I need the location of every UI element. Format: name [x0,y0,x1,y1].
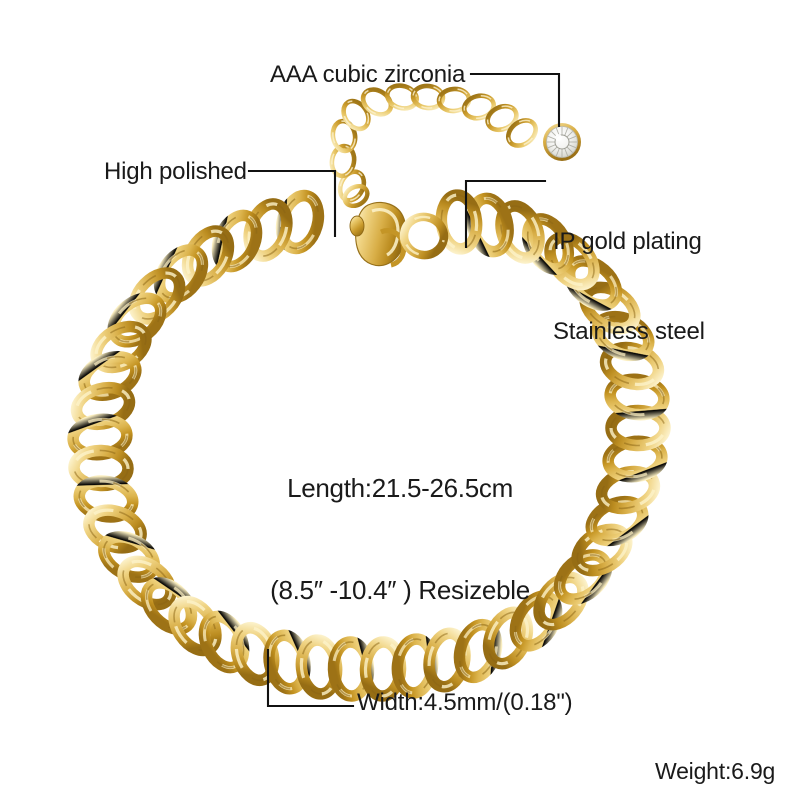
annotation-length-line1: Length:21.5-26.5cm [287,473,513,503]
annotation-cubic-zirconia: AAA cubic zirconia [270,61,466,88]
annotation-length: Length:21.5-26.5cm (8.5″ -10.4″ ) Resize… [230,403,570,675]
leader-high-polished [247,169,337,238]
annotation-high-polished: High polished [104,158,247,185]
annotation-plating: IP gold plating Stainless steel [553,167,705,407]
leader-lines [247,72,561,708]
lobster-clasp [342,183,449,268]
annotation-plating-line2: Stainless steel [553,318,705,345]
leader-cubic-zirconia [469,72,561,128]
leader-ip-gold-plating [464,179,547,249]
annotation-plating-line1: IP gold plating [553,228,702,255]
annotation-length-line2: (8.5″ -10.4″ ) Resizeble [270,575,530,605]
annotation-weight: Weight:6.9g [655,758,776,784]
cz-stone [543,123,581,161]
annotation-width: Width:4.5mm/(0.18") [357,689,573,716]
leader-width [266,648,355,708]
